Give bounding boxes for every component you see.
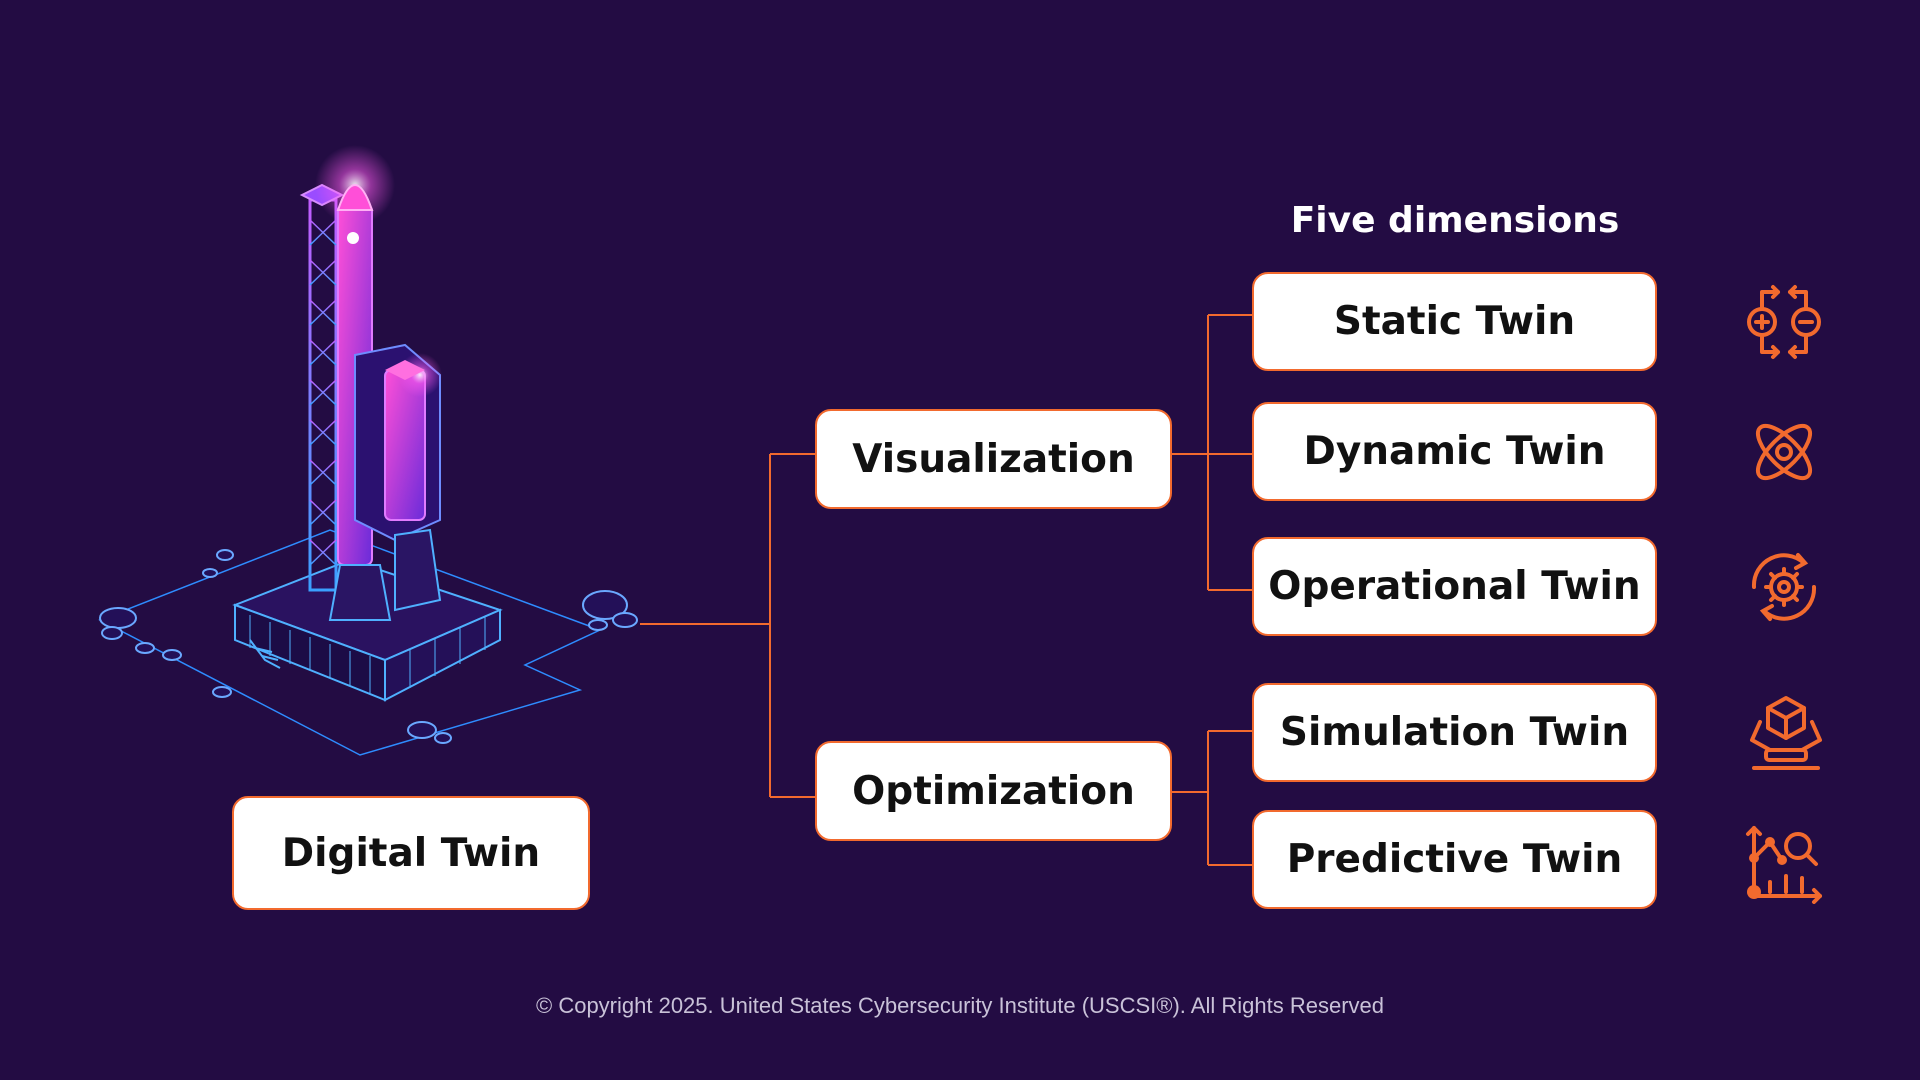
atom-icon — [1756, 424, 1812, 480]
copyright-footer: © Copyright 2025. United States Cybersec… — [536, 993, 1384, 1018]
visualization-node: Visualization — [815, 409, 1172, 509]
dynamic-twin-node: Dynamic Twin — [1252, 402, 1657, 501]
predictive-twin-node: Predictive Twin — [1252, 810, 1657, 909]
simulation-twin-node: Simulation Twin — [1252, 683, 1657, 782]
plus-minus-arrows-icon — [1747, 285, 1821, 359]
analytics-chart-icon — [1746, 826, 1822, 904]
digital-twin-node: Digital Twin — [232, 796, 590, 910]
five-dimensions-heading: Five dimensions — [1290, 200, 1620, 241]
static-twin-node: Static Twin — [1252, 272, 1657, 371]
optimization-node: Optimization — [815, 741, 1172, 841]
operational-twin-node: Operational Twin — [1252, 537, 1657, 636]
gear-cycle-icon — [1751, 553, 1817, 621]
cube-hologram-icon — [1750, 696, 1822, 770]
